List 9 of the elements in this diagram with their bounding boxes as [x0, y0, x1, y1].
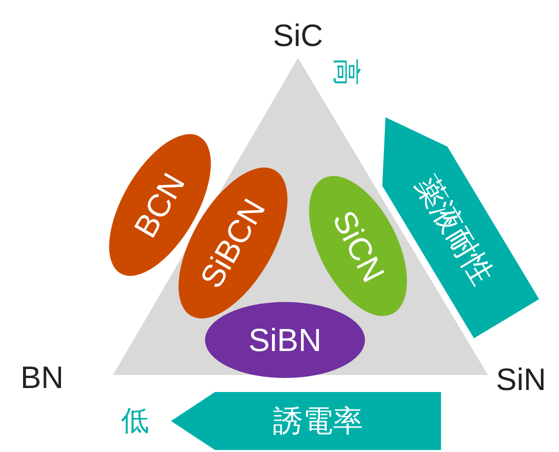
corner-label: SiC — [273, 18, 323, 54]
corner-label: BN — [20, 360, 64, 396]
corner-label: SiN — [496, 362, 546, 398]
node-label: SiBN — [248, 322, 322, 358]
node-label: 薬液耐性 — [405, 168, 502, 293]
node-label: SiCN — [324, 204, 392, 288]
side-label: 低 — [121, 404, 149, 438]
beside-label: 高 — [330, 58, 363, 86]
node-label: 誘電率 — [273, 400, 363, 442]
